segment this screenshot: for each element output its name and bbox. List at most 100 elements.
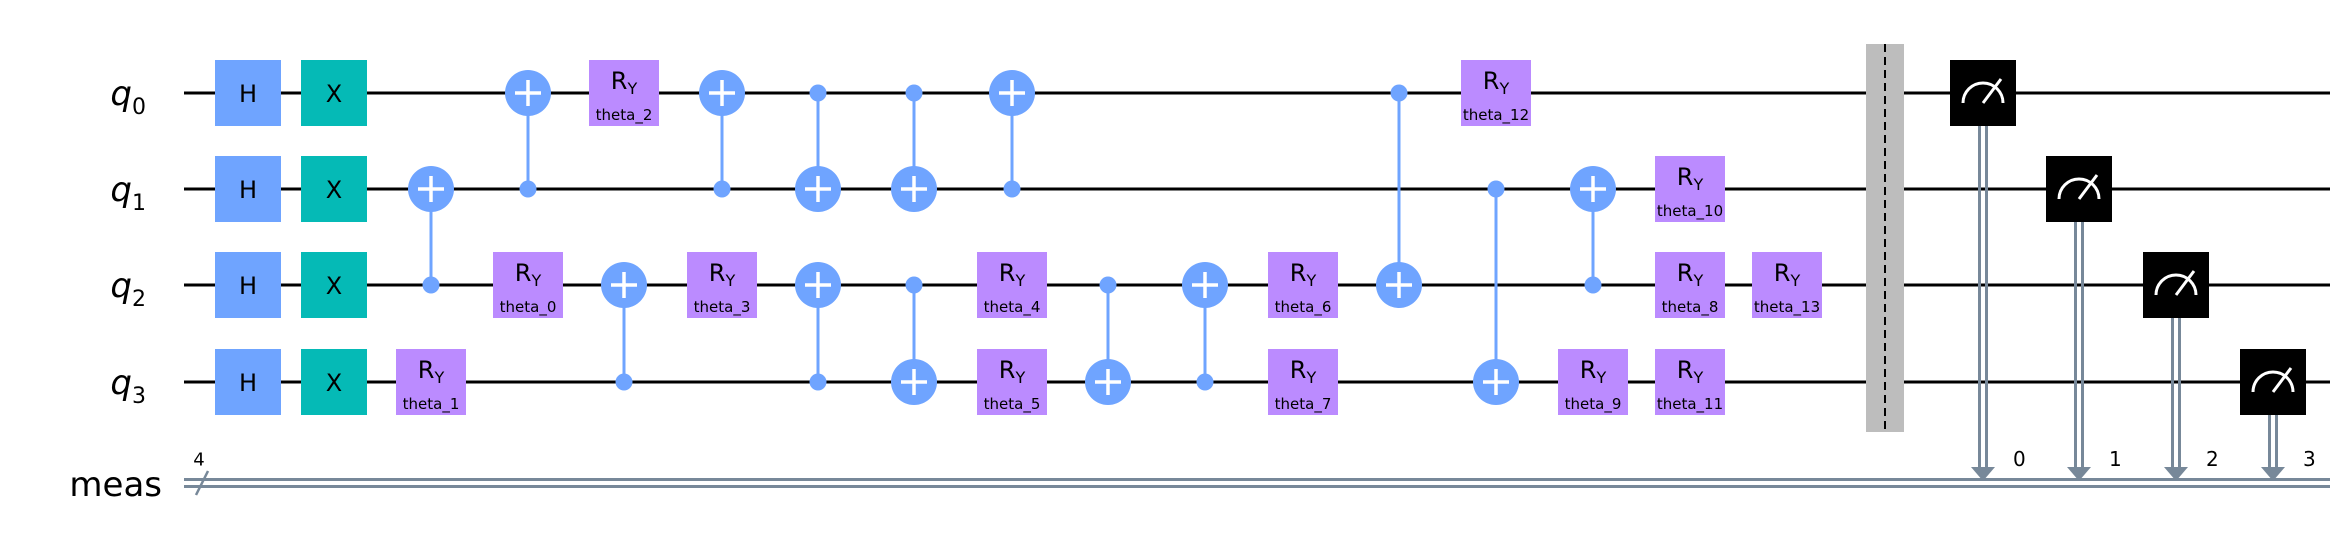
cnot-control-dot bbox=[1390, 84, 1408, 102]
cnot-gate-c1-t0 bbox=[505, 70, 551, 198]
gate-param: theta_0 bbox=[500, 298, 557, 317]
gate-box bbox=[493, 252, 563, 318]
cnot-gate-c1-t0 bbox=[989, 70, 1035, 198]
meter-icon bbox=[2143, 252, 2209, 318]
cnot-gate-c2-t1 bbox=[1570, 166, 1616, 294]
meter-arc bbox=[2251, 370, 2295, 393]
ry-gate-theta_2: RY theta_2 bbox=[589, 60, 659, 126]
measure-gate-q2: 2 bbox=[2143, 252, 2219, 481]
ry-sub: Y bbox=[1789, 271, 1800, 290]
gate-box bbox=[687, 252, 757, 318]
meter-needle bbox=[2174, 270, 2196, 296]
ry-label: RY bbox=[999, 356, 1026, 387]
gate-param: theta_9 bbox=[1565, 395, 1622, 414]
ry-label: RY bbox=[418, 356, 445, 387]
ry-label: RY bbox=[999, 259, 1026, 290]
gate-box bbox=[215, 349, 281, 415]
ry-gate-theta_8: RY theta_8 bbox=[1655, 252, 1725, 318]
ry-base: R bbox=[1580, 356, 1597, 384]
gate-param: theta_12 bbox=[1463, 106, 1529, 125]
gate-label: H bbox=[239, 272, 257, 300]
gate-box bbox=[215, 252, 281, 318]
meter-icon bbox=[2046, 156, 2112, 222]
cnot-gate-c0-t1 bbox=[891, 84, 937, 212]
qubit-name: q bbox=[110, 74, 132, 114]
ry-label: RY bbox=[1677, 163, 1704, 194]
cnot-gate-c2-t3 bbox=[1085, 276, 1131, 405]
hadamard-gate-q0: H bbox=[215, 60, 281, 126]
cnot-control-dot bbox=[1003, 180, 1021, 198]
ry-sub: Y bbox=[1692, 175, 1703, 194]
ry-sub: Y bbox=[724, 271, 735, 290]
cnot-control-dot bbox=[1196, 373, 1214, 391]
gate-param: theta_13 bbox=[1754, 298, 1820, 317]
ry-label: RY bbox=[1580, 356, 1607, 387]
ry-base: R bbox=[1290, 259, 1307, 287]
hadamard-gate-q1: H bbox=[215, 156, 281, 222]
cnot-control-dot bbox=[809, 84, 827, 102]
classical-register-label: meas bbox=[69, 465, 162, 505]
measure-arrow bbox=[2164, 467, 2188, 481]
clbit-index-label: 1 bbox=[2109, 447, 2122, 471]
classical-size-label: 4 bbox=[193, 450, 204, 471]
gate-label: X bbox=[326, 369, 342, 397]
gate-box bbox=[589, 60, 659, 126]
ry-sub: Y bbox=[1305, 368, 1316, 387]
qubit-index: 2 bbox=[132, 287, 146, 312]
ry-sub: Y bbox=[1014, 368, 1025, 387]
gate-box bbox=[1461, 60, 1531, 126]
gate-label: H bbox=[239, 369, 257, 397]
qubit-name: q bbox=[110, 170, 132, 210]
gate-label: X bbox=[326, 80, 342, 108]
meter-arc bbox=[2154, 273, 2198, 296]
ry-base: R bbox=[1290, 356, 1307, 384]
ry-label: RY bbox=[611, 67, 638, 98]
meter-arc bbox=[1961, 81, 2005, 104]
ry-base: R bbox=[999, 356, 1016, 384]
cnot-gate-c1-t3 bbox=[1473, 180, 1519, 405]
hadamard-gate-q2: H bbox=[215, 252, 281, 318]
cnot-control-dot bbox=[422, 276, 440, 294]
gate-box bbox=[301, 60, 367, 126]
cnot-gate-c1-t0 bbox=[699, 70, 745, 198]
qubit-index: 0 bbox=[132, 95, 146, 120]
gate-box bbox=[215, 60, 281, 126]
ry-label: RY bbox=[709, 259, 736, 290]
qubit-name: q bbox=[110, 266, 132, 306]
ry-sub: Y bbox=[626, 79, 637, 98]
ry-sub: Y bbox=[1692, 368, 1703, 387]
qubit-label-q0: q0 bbox=[110, 74, 146, 120]
gate-box bbox=[1752, 252, 1822, 318]
meter-arc bbox=[2057, 177, 2101, 200]
ry-sub: Y bbox=[1014, 271, 1025, 290]
cnot-control-dot bbox=[1099, 276, 1117, 294]
x-gate-q0: X bbox=[301, 60, 367, 126]
cnot-control-dot bbox=[1487, 180, 1505, 198]
meter-needle bbox=[2271, 367, 2293, 393]
x-gate-q2: X bbox=[301, 252, 367, 318]
gate-box bbox=[1655, 252, 1725, 318]
ry-base: R bbox=[709, 259, 726, 287]
ry-label: RY bbox=[1677, 259, 1704, 290]
measure-gate-q3: 3 bbox=[2240, 349, 2316, 481]
measure-gate-q1: 1 bbox=[2046, 156, 2122, 481]
gate-label: H bbox=[239, 176, 257, 204]
qubit-label-q3: q3 bbox=[110, 363, 146, 409]
qubit-name: q bbox=[110, 363, 132, 403]
gate-param: theta_8 bbox=[1662, 298, 1719, 317]
meter-icon bbox=[1950, 60, 2016, 126]
cnot-gate-c3-t2 bbox=[795, 262, 841, 391]
qubit-index: 1 bbox=[132, 191, 146, 216]
gate-box bbox=[1268, 252, 1338, 318]
gate-param: theta_2 bbox=[596, 106, 653, 125]
cnot-gate-c3-t2 bbox=[1182, 262, 1228, 391]
ry-base: R bbox=[515, 259, 532, 287]
ry-sub: Y bbox=[530, 271, 541, 290]
